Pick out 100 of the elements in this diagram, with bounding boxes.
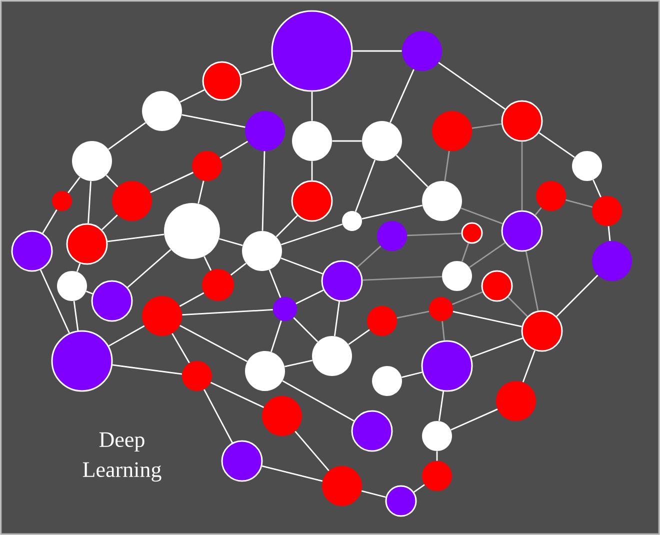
connector-line	[362, 204, 422, 220]
circle-node	[66, 223, 108, 265]
connector-line	[270, 320, 282, 352]
connector-line	[276, 215, 298, 238]
connector-line	[334, 301, 340, 336]
connector-line	[220, 140, 248, 159]
circle-node	[112, 181, 152, 221]
connector-line	[407, 232, 462, 236]
circle-node	[461, 222, 483, 244]
circle-node	[385, 485, 417, 517]
connector-line	[538, 132, 575, 158]
circle-node	[351, 410, 393, 452]
connector-line	[210, 382, 264, 408]
connector-line	[262, 151, 266, 231]
connector-line	[436, 451, 438, 461]
connector-line	[182, 309, 273, 316]
connector-line	[460, 207, 503, 224]
circle-node	[262, 396, 302, 436]
connector-line	[294, 430, 330, 472]
circle-node	[367, 306, 397, 336]
connector-line	[608, 226, 611, 241]
connector-line	[68, 176, 80, 194]
circle-node	[164, 203, 220, 259]
diagram-title: Deep Learning	[82, 432, 162, 482]
connector-line	[282, 380, 354, 422]
connector-line	[218, 238, 243, 246]
connector-line	[452, 310, 522, 328]
circle-node	[72, 141, 112, 181]
connector-line	[293, 317, 318, 342]
circle-node	[245, 351, 285, 391]
circle-node	[312, 336, 352, 376]
connector-line	[230, 262, 246, 276]
connector-line	[332, 140, 362, 142]
connector-line	[508, 296, 528, 317]
connector-line	[556, 274, 598, 317]
connector-line	[592, 180, 602, 198]
circle-node	[192, 151, 222, 181]
circle-node	[202, 61, 242, 101]
connector-line	[182, 114, 246, 128]
connector-line	[76, 263, 81, 272]
circle-node	[142, 91, 182, 131]
connector-line	[311, 161, 313, 180]
circle-node	[536, 181, 566, 211]
connector-line	[106, 174, 118, 188]
connector-line	[522, 350, 536, 382]
connector-line	[108, 325, 145, 347]
circle-node	[321, 260, 363, 302]
connector-line	[86, 290, 93, 294]
connector-line	[268, 270, 282, 298]
circle-node	[142, 296, 182, 336]
connector-line	[262, 465, 323, 482]
connector-line	[348, 329, 370, 345]
connector-line	[442, 321, 446, 340]
circle-node	[292, 121, 332, 161]
connector-line	[40, 270, 70, 334]
connector-line	[396, 310, 430, 319]
circle-node	[592, 196, 622, 226]
circle-node	[442, 261, 472, 291]
circle-node	[429, 297, 453, 321]
connector-line	[240, 63, 274, 76]
connector-line	[469, 242, 506, 268]
connector-line	[525, 251, 539, 311]
connector-line	[534, 207, 542, 216]
connector-line	[108, 122, 146, 150]
connector-line	[362, 276, 442, 281]
circle-node	[242, 231, 282, 271]
circle-node	[422, 181, 462, 221]
connector-line	[204, 389, 233, 443]
connector-line	[472, 123, 502, 129]
connector-line	[88, 181, 92, 224]
circle-node	[501, 210, 543, 252]
connector-line	[444, 150, 450, 182]
circle-node	[422, 461, 452, 491]
connector-line	[566, 199, 593, 208]
connector-line	[150, 172, 194, 194]
circle-node	[52, 191, 72, 211]
circle-node	[221, 440, 263, 482]
connector-line	[311, 92, 313, 121]
connector-line	[452, 291, 483, 306]
connector-line	[204, 256, 212, 271]
circle-node	[202, 269, 234, 301]
connector-line	[179, 292, 204, 307]
circle-node	[273, 297, 297, 321]
circle-node	[422, 421, 452, 451]
circle-node	[592, 241, 632, 281]
connector-line	[396, 154, 428, 188]
circle-node	[377, 221, 407, 251]
circle-node	[342, 211, 362, 231]
circle-node	[91, 280, 133, 322]
connector-line	[450, 408, 498, 430]
connector-line	[284, 360, 312, 368]
circle-node	[521, 310, 563, 352]
circle-node	[362, 121, 402, 161]
connector-line	[198, 180, 204, 204]
circle-node	[51, 330, 113, 392]
circle-node	[496, 381, 536, 421]
connector-line	[180, 89, 205, 103]
connector-line	[42, 209, 58, 234]
connector-line	[354, 160, 376, 212]
connector-line	[127, 249, 172, 288]
